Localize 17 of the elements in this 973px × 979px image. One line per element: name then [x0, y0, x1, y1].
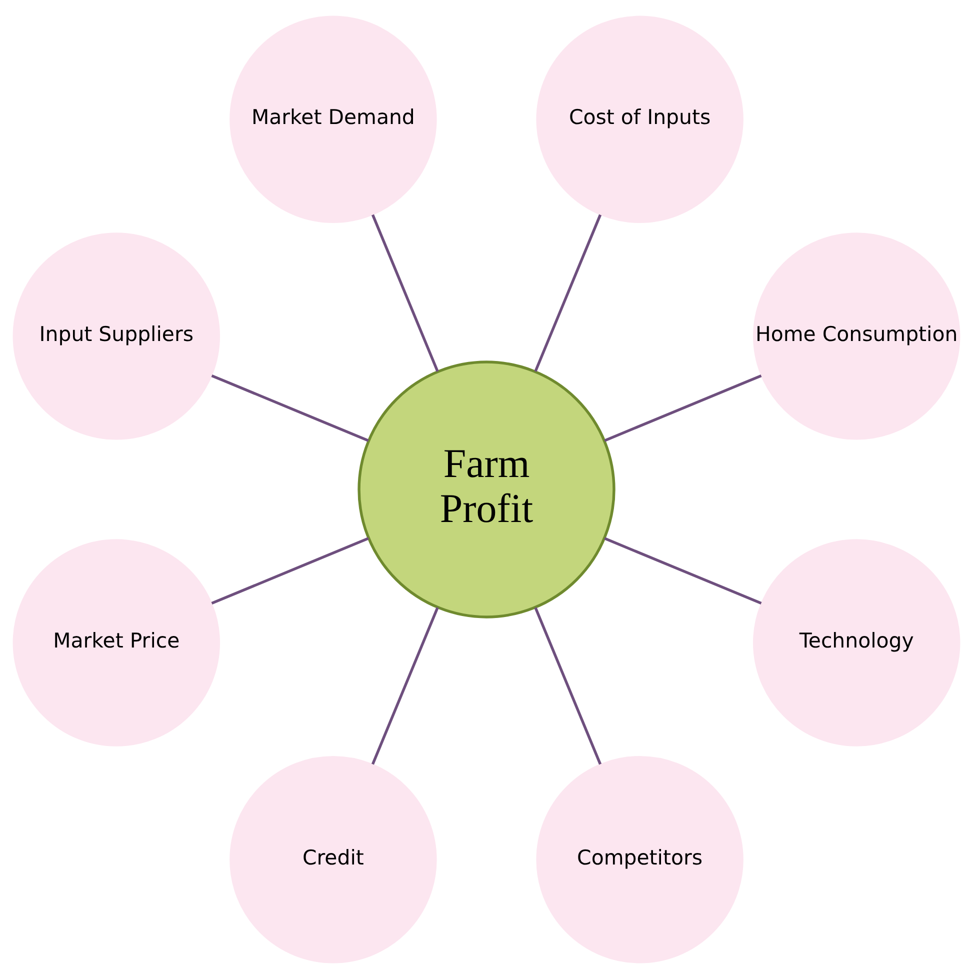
connector: [371, 607, 439, 765]
node-circle: Farm Profit: [358, 360, 616, 618]
connector: [534, 214, 602, 372]
connector: [211, 374, 369, 442]
connector: [604, 537, 762, 605]
node-circle: Cost of Inputs: [536, 16, 744, 224]
node-circle: Technology: [752, 539, 960, 746]
node-circle: Market Price: [12, 539, 220, 746]
node-circle: Competitors: [536, 756, 744, 964]
connector: [211, 537, 369, 605]
node-circle: Home Consumption: [752, 232, 960, 440]
node-circle: Market Demand: [230, 16, 437, 224]
node-circle: Input Suppliers: [12, 232, 220, 440]
node-circle: Credit: [230, 756, 437, 964]
connector: [371, 214, 439, 372]
connector: [534, 607, 602, 765]
connector: [604, 374, 762, 442]
